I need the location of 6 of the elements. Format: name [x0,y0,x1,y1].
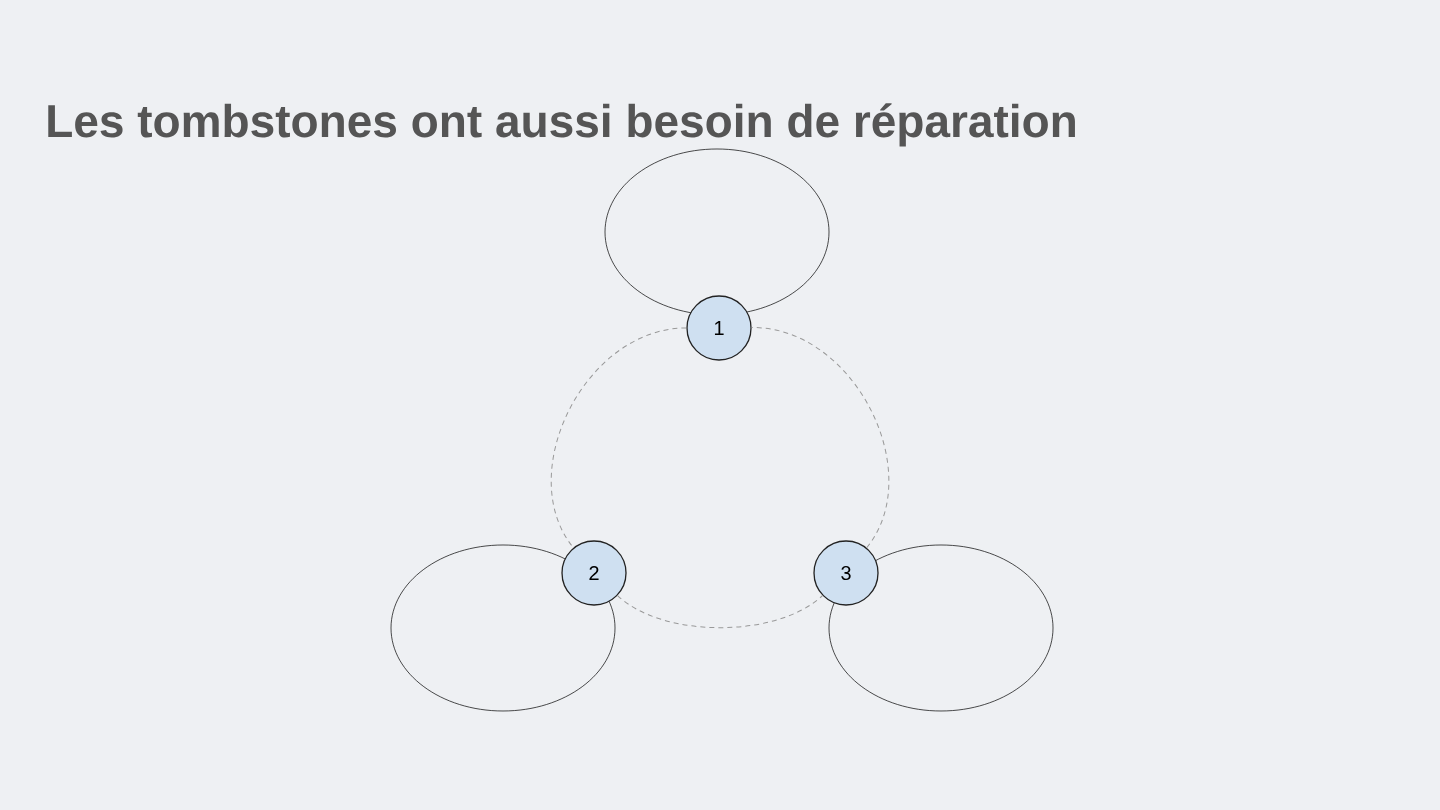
slide-title: Les tombstones ont aussi besoin de réparation [48,103,1075,147]
ellipse [828,544,1054,712]
dashed-arc [751,327,890,549]
ellipse [604,148,830,316]
dashed-arc [617,595,823,629]
ellipse [390,544,616,712]
